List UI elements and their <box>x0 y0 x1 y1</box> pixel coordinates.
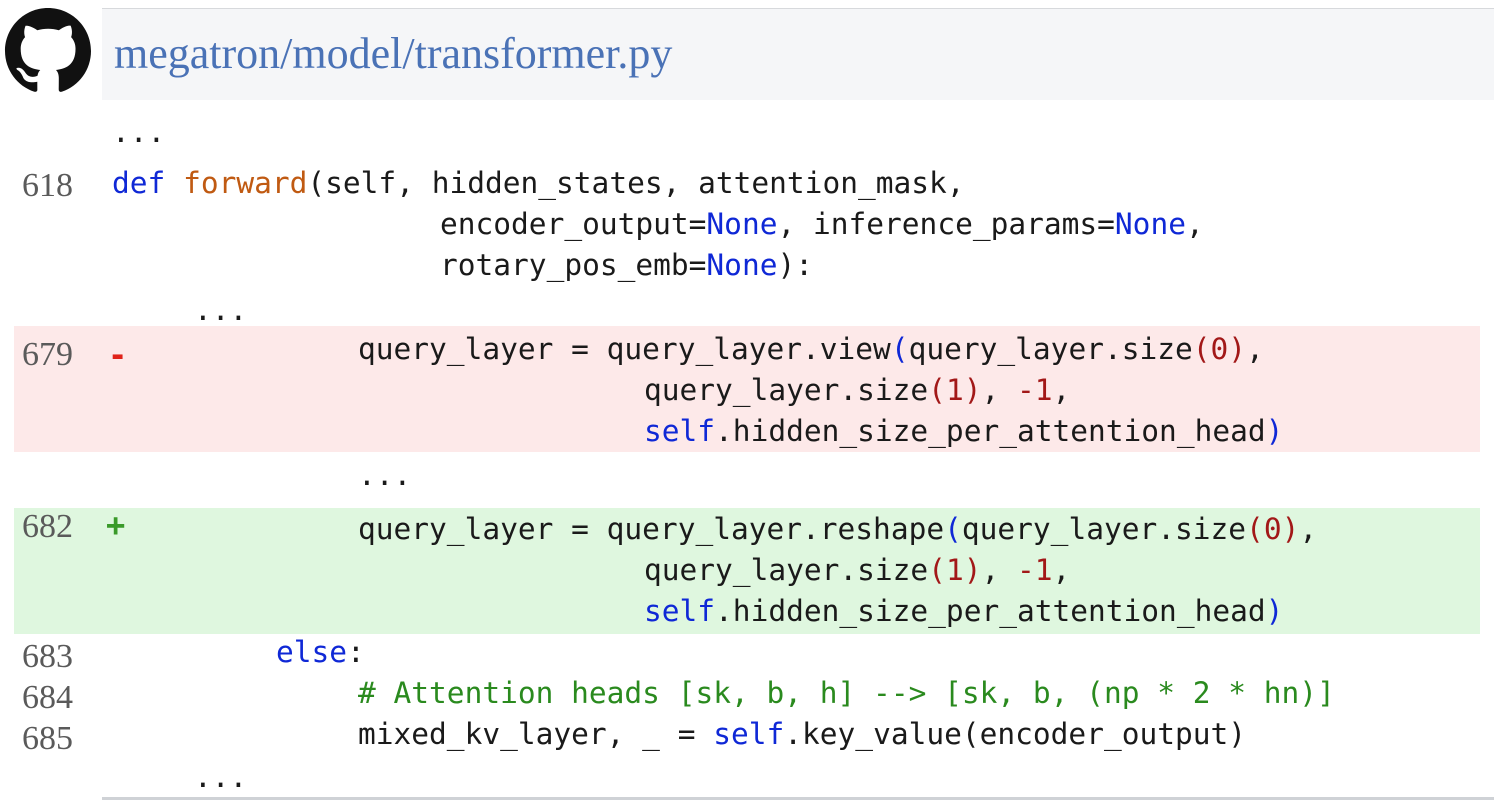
paren: ) <box>1228 332 1247 366</box>
number: -1 <box>1017 373 1053 407</box>
code-line-684-comment: # Attention heads [sk, b, h] --> [sk, b,… <box>358 676 1335 710</box>
removed-lines-block <box>14 326 1480 452</box>
signature-close: ): <box>777 248 813 282</box>
keyword-self: self <box>644 414 716 448</box>
paren: ( <box>928 373 946 407</box>
added-lines-block <box>14 508 1480 634</box>
file-path-link[interactable]: megatron/model/transformer.py <box>114 29 673 78</box>
code-text: mixed_kv_layer, _ = <box>358 717 714 751</box>
code-line-618: def forward(self, hidden_states, attenti… <box>112 163 965 203</box>
number: 0 <box>1263 512 1282 546</box>
code-text: .hidden_size_per_attention_head <box>715 414 1266 448</box>
signature-part: (self, hidden_states, attention_mask, <box>307 166 965 200</box>
keyword-none: None <box>706 207 778 241</box>
code-line-683: else: <box>276 632 365 672</box>
code-text: query_layer = query_layer.view <box>358 332 891 366</box>
number: 1 <box>945 373 964 407</box>
paren: ( <box>944 512 962 546</box>
code-line-685: mixed_kv_layer, _ = self.key_value(encod… <box>358 714 1246 754</box>
comma: , <box>981 553 1017 587</box>
comma: , <box>981 373 1017 407</box>
code-text: query_layer.size <box>644 553 929 587</box>
code-text: query_layer = query_layer.reshape <box>358 512 945 546</box>
keyword-else: else <box>276 635 348 669</box>
github-logo-icon <box>4 8 92 94</box>
code-line-679-cont1: query_layer.size(1), -1, <box>644 370 1070 410</box>
code-line-682-cont1: query_layer.size(1), -1, <box>644 550 1070 590</box>
keyword-self: self <box>644 594 716 628</box>
comma: , <box>1052 373 1071 407</box>
code-line-679: query_layer = query_layer.view(query_lay… <box>358 329 1264 369</box>
colon: : <box>347 635 365 669</box>
paren: ( <box>928 553 946 587</box>
code-ellipsis: ... <box>358 458 412 492</box>
number: 0 <box>1210 332 1229 366</box>
number: -1 <box>1017 553 1053 587</box>
code-line-679-cont2: self.hidden_size_per_attention_head) <box>644 411 1283 451</box>
code-ellipsis: ... <box>194 760 248 794</box>
line-number-685: 685 <box>22 720 73 757</box>
comma: , <box>1052 553 1071 587</box>
paren: ( <box>1246 512 1264 546</box>
code-text: .key_value(encoder_output) <box>784 717 1247 751</box>
bottom-divider <box>102 797 1494 800</box>
comma: , <box>1299 512 1318 546</box>
paren: ( <box>890 332 909 366</box>
line-number-618: 618 <box>22 167 73 204</box>
number: 1 <box>945 553 964 587</box>
comma: , <box>1246 332 1264 366</box>
keyword-none: None <box>1114 207 1186 241</box>
paren: ) <box>1265 414 1284 448</box>
code-text: .hidden_size_per_attention_head <box>715 594 1266 628</box>
code-ellipsis: ... <box>194 293 248 327</box>
paren: ) <box>963 553 982 587</box>
code-ellipsis: ... <box>112 115 166 149</box>
code-text: query_layer.size <box>908 332 1193 366</box>
keyword-self: self <box>713 717 785 751</box>
line-number-679: 679 <box>22 336 73 373</box>
paren: ) <box>963 373 982 407</box>
comma: , <box>1185 207 1204 241</box>
param-encoder-output: encoder_output= <box>440 207 707 241</box>
paren: ) <box>1265 594 1284 628</box>
line-number-682: 682 <box>22 508 73 545</box>
removed-marker: - <box>108 336 128 374</box>
param-rotary-pos-emb: rotary_pos_emb= <box>440 248 707 282</box>
code-line-682: query_layer = query_layer.reshape(query_… <box>358 509 1317 549</box>
code-text: query_layer.size <box>961 512 1247 546</box>
file-header: megatron/model/transformer.py <box>102 8 1494 100</box>
paren: ( <box>1192 332 1211 366</box>
code-line-682-cont2: self.hidden_size_per_attention_head) <box>644 591 1283 631</box>
line-number-684: 684 <box>22 679 73 716</box>
code-line-618-cont1: encoder_output=None, inference_params=No… <box>440 204 1204 244</box>
code-line-618-cont2: rotary_pos_emb=None): <box>440 245 813 285</box>
keyword-none: None <box>706 248 778 282</box>
param-inference-params: , inference_params= <box>777 207 1115 241</box>
code-text: query_layer.size <box>644 373 929 407</box>
keyword-def: def <box>112 166 166 200</box>
line-number-683: 683 <box>22 638 73 675</box>
paren: ) <box>1281 512 1300 546</box>
function-name: forward <box>183 166 308 200</box>
added-marker: + <box>106 506 126 544</box>
